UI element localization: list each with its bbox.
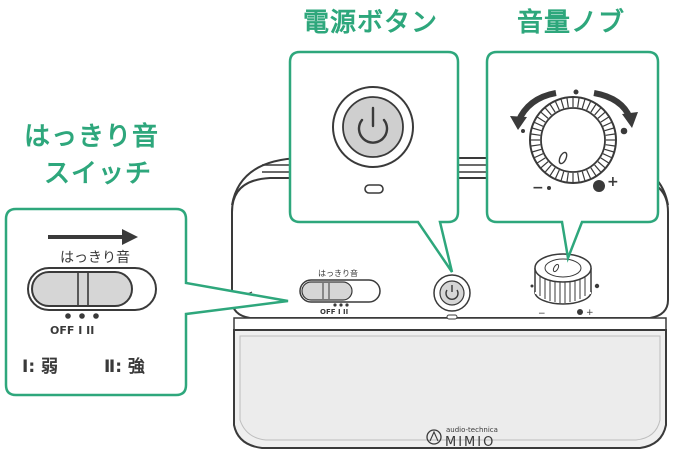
- clarity-switch-callout: はっきり音 OFF I II Ⅰ: 弱 Ⅱ: 強: [4, 207, 289, 397]
- knob-plus-mark: +: [607, 174, 619, 190]
- clarity-switch-label-line1: はっきり音: [24, 122, 160, 152]
- brand-top: audio-technica: [446, 426, 498, 434]
- callout-switch-slider: [31, 271, 133, 307]
- volume-knob-label: 音量ノブ: [517, 8, 626, 38]
- brand-name: MIMIO: [445, 435, 495, 450]
- device-switch-positions: OFF I II: [320, 308, 348, 316]
- device-switch-slider[interactable]: [301, 281, 353, 301]
- legend-strong: Ⅱ: 強: [104, 356, 145, 377]
- clarity-switch-label-line2: スイッチ: [44, 159, 153, 189]
- power-button-callout: [288, 50, 460, 273]
- brand-logo: audio-technica MIMIO: [426, 426, 498, 450]
- knob-minus-mark: −: [532, 180, 544, 196]
- device-power-button[interactable]: [433, 274, 471, 320]
- volume-knob-callout: − +: [485, 50, 660, 263]
- callout-arrow-label: はっきり音: [60, 249, 130, 266]
- device-knob-plus: +: [586, 308, 594, 318]
- device-clarity-switch[interactable]: はっきり音 OFF I II: [299, 268, 381, 316]
- callout-switch-positions: OFF I II: [50, 324, 94, 337]
- device-switch-label: はっきり音: [318, 268, 358, 278]
- device-knob-minus: −: [538, 309, 546, 319]
- power-button-label: 電源ボタン: [303, 8, 439, 38]
- device-volume-knob[interactable]: − +: [530, 253, 600, 319]
- legend-weak: Ⅰ: 弱: [22, 357, 58, 377]
